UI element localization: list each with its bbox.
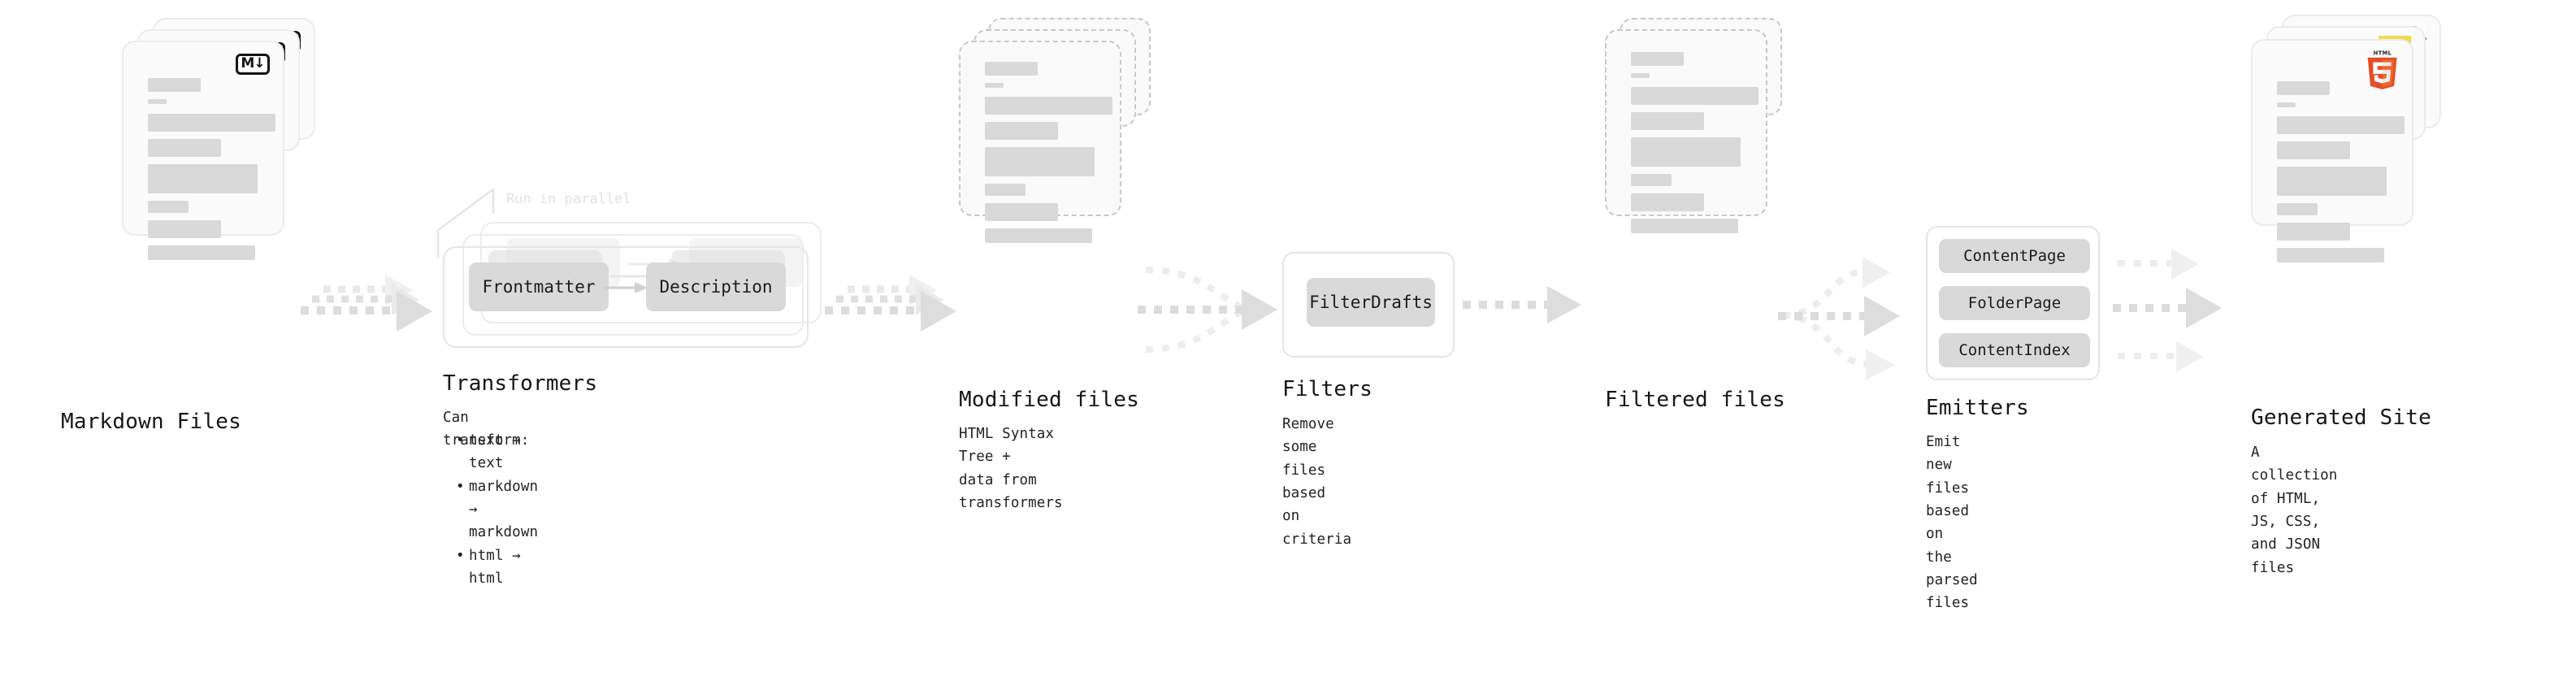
skeleton-line (1631, 87, 1759, 105)
skeleton-subheading (1631, 73, 1650, 78)
skeleton-line (2277, 203, 2318, 215)
markdown-icon: M↓ (236, 54, 270, 75)
skeleton-line (2277, 223, 2350, 241)
markdown-icon-label: M↓ (241, 54, 265, 72)
skeleton-line (2277, 116, 2405, 134)
emitters-panel: ContentPage FolderPage ContentIndex (1926, 226, 2100, 380)
modified-card-skeleton (985, 62, 1112, 250)
filter-chip-filterdrafts[interactable]: FilterDrafts (1307, 278, 1435, 327)
skeleton-heading (2277, 81, 2330, 95)
connector-transformers-to-modified (825, 275, 956, 332)
arrowhead (2186, 288, 2222, 328)
skeleton-line (2277, 141, 2350, 159)
arrowhead (2176, 341, 2204, 372)
run-in-parallel-label: Run in parallel (506, 191, 631, 207)
arrowhead (397, 291, 432, 332)
arrowhead (1547, 286, 1581, 323)
transformer-arrow-front (604, 282, 648, 293)
filtered-card-skeleton (1631, 52, 1759, 241)
emitter-chip-folderpage[interactable]: FolderPage (1939, 286, 2090, 320)
markdown-card-skeleton (148, 78, 275, 267)
transformer-chip-description[interactable]: Description (646, 262, 786, 311)
svg-text:HTML: HTML (2374, 50, 2392, 57)
transformers-bullet-item: html → html (456, 544, 538, 591)
skeleton-heading (148, 78, 201, 92)
skeleton-line (1631, 174, 1672, 186)
arrowhead (2171, 249, 2199, 280)
emitter-chip-contentpage[interactable]: ContentPage (1939, 239, 2090, 273)
stage-title-modified-files: Modified files (959, 388, 1139, 412)
arrowhead (1863, 257, 1890, 288)
skeleton-line (148, 139, 221, 157)
transformers-bullets: text → text markdown → markdown html → h… (453, 429, 538, 590)
connector-modified-to-filters (1138, 267, 1277, 353)
connector-md-to-transformers (301, 275, 432, 332)
skeleton-line (1631, 137, 1741, 167)
skeleton-line (985, 184, 1026, 196)
connector-emitters-to-site (2113, 249, 2222, 372)
skeleton-line (1631, 219, 1738, 233)
arrowhead (1242, 289, 1277, 330)
skeleton-subheading (148, 99, 167, 104)
skeleton-line (985, 122, 1058, 140)
skeleton-line (148, 164, 258, 193)
skeleton-line (1631, 112, 1704, 130)
stage-title-filters: Filters (1282, 377, 1373, 401)
emitter-chip-contentindex[interactable]: ContentIndex (1939, 333, 2090, 367)
skeleton-line (148, 245, 255, 260)
skeleton-line (1631, 193, 1704, 211)
stage-title-generated-site: Generated Site (2251, 406, 2431, 430)
markdown-card-front: M↓ (122, 41, 284, 260)
transformers-bullet-item: text → text (456, 429, 538, 475)
modified-card-front (959, 41, 1121, 243)
run-in-parallel-leader (436, 188, 495, 258)
stage-title-emitters: Emitters (1926, 396, 2029, 420)
skeleton-line (2277, 248, 2384, 262)
skeleton-line (985, 203, 1058, 221)
site-card-front-html: HTML (2251, 39, 2413, 262)
stage-caption-emitters: Emit new files based on the parsed files (1926, 434, 1978, 612)
site-card-skeleton (2277, 81, 2405, 270)
transformer-panel-front: Frontmatter Description (443, 246, 809, 348)
skeleton-line (985, 97, 1112, 115)
skeleton-heading (985, 62, 1038, 76)
skeleton-line (985, 147, 1095, 176)
stage-title-markdown-files: Markdown Files (61, 410, 241, 434)
html5-icon: HTML (2367, 50, 2397, 89)
stage-title-filtered-files: Filtered files (1605, 388, 1785, 412)
skeleton-line (2277, 167, 2387, 196)
skeleton-heading (1631, 52, 1684, 66)
connector-filters-to-filtered (1463, 286, 1581, 323)
stage-caption-generated-site: A collection of HTML, JS, CSS, and JSON … (2251, 445, 2338, 576)
arrowhead (921, 291, 956, 332)
arrowhead (1866, 349, 1895, 380)
skeleton-line (148, 220, 221, 238)
transformer-chip-frontmatter[interactable]: Frontmatter (469, 262, 609, 311)
skeleton-subheading (985, 83, 1004, 88)
filtered-card-front (1605, 29, 1767, 233)
skeleton-subheading (2277, 102, 2296, 107)
stage-caption-filters: Remove some files based on criteria (1282, 416, 1352, 548)
connector-filtered-to-emitters (1778, 257, 1900, 380)
stage-caption-modified-files: HTML Syntax Tree + data from transformer… (959, 426, 1063, 512)
filters-panel: FilterDrafts (1282, 252, 1455, 358)
stage-title-transformers: Transformers (443, 371, 598, 396)
arrowhead (1864, 296, 1900, 336)
transformers-bullet-item: markdown → markdown (456, 475, 538, 544)
skeleton-line (985, 228, 1092, 243)
skeleton-line (148, 201, 189, 213)
skeleton-line (148, 114, 275, 132)
